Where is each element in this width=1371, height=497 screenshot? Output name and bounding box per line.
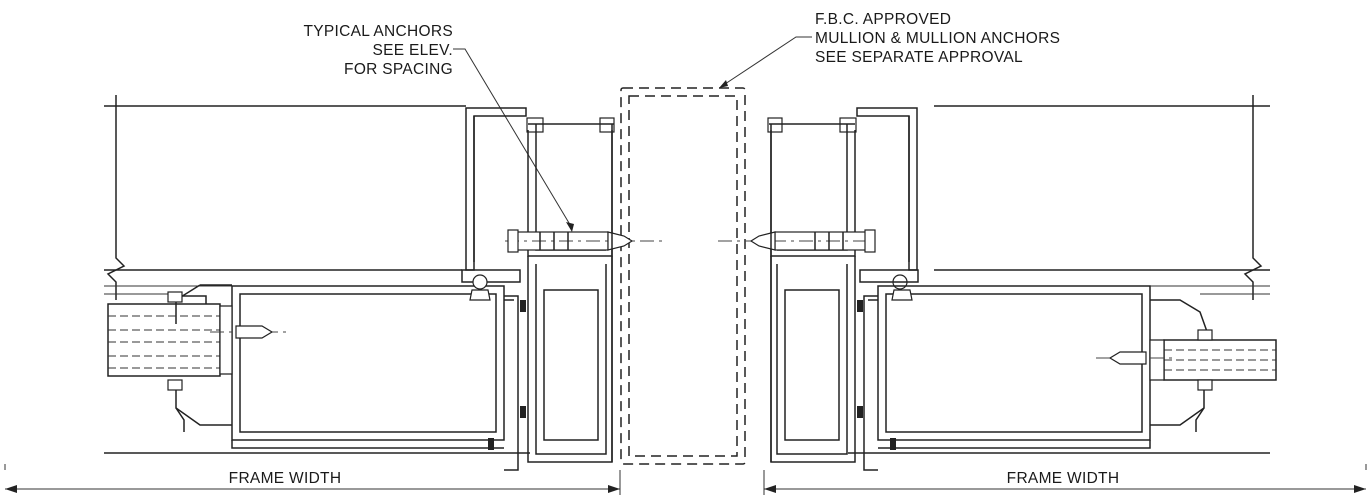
- mullion-callout-line-3: SEE SEPARATE APPROVAL: [815, 49, 1023, 66]
- frame-width-left-label: FRAME WIDTH: [229, 470, 342, 487]
- mullion-leader: [721, 36, 812, 87]
- anchors-callout-line-2: SEE ELEV.: [372, 42, 453, 59]
- mullion-callout-line-2: MULLION & MULLION ANCHORS: [815, 30, 1060, 47]
- left-frame-assembly: [107, 107, 908, 471]
- leader-lines: [453, 36, 812, 232]
- mullion-center-lines: [611, 124, 772, 462]
- glass-unit-left: [107, 303, 221, 377]
- substrate-lines: [104, 95, 1270, 454]
- dimension-right: FRAME WIDTH: [763, 464, 1367, 495]
- anchors-leader: [453, 48, 573, 229]
- frame-width-right-label: FRAME WIDTH: [1007, 470, 1120, 487]
- anchors-callout: TYPICAL ANCHORS SEE ELEV. FOR SPACING: [304, 23, 454, 78]
- anchor-screw-right: [718, 229, 878, 253]
- dimension-left: FRAME WIDTH: [4, 464, 621, 495]
- anchors-callout-line-1: TYPICAL ANCHORS: [304, 23, 454, 40]
- glass-unit-right: [1163, 339, 1277, 381]
- mullion-callout: F.B.C. APPROVED MULLION & MULLION ANCHOR…: [815, 11, 1060, 66]
- anchor-screw-left: [505, 229, 665, 253]
- mullion-leader-arrowhead: [719, 80, 728, 88]
- mullion-callout-line-1: F.B.C. APPROVED: [815, 11, 951, 28]
- right-frame-assembly: [718, 107, 1277, 471]
- anchors-leader-arrowhead: [566, 222, 574, 232]
- mullion-outline: [620, 87, 746, 465]
- anchors-callout-line-3: FOR SPACING: [344, 61, 453, 78]
